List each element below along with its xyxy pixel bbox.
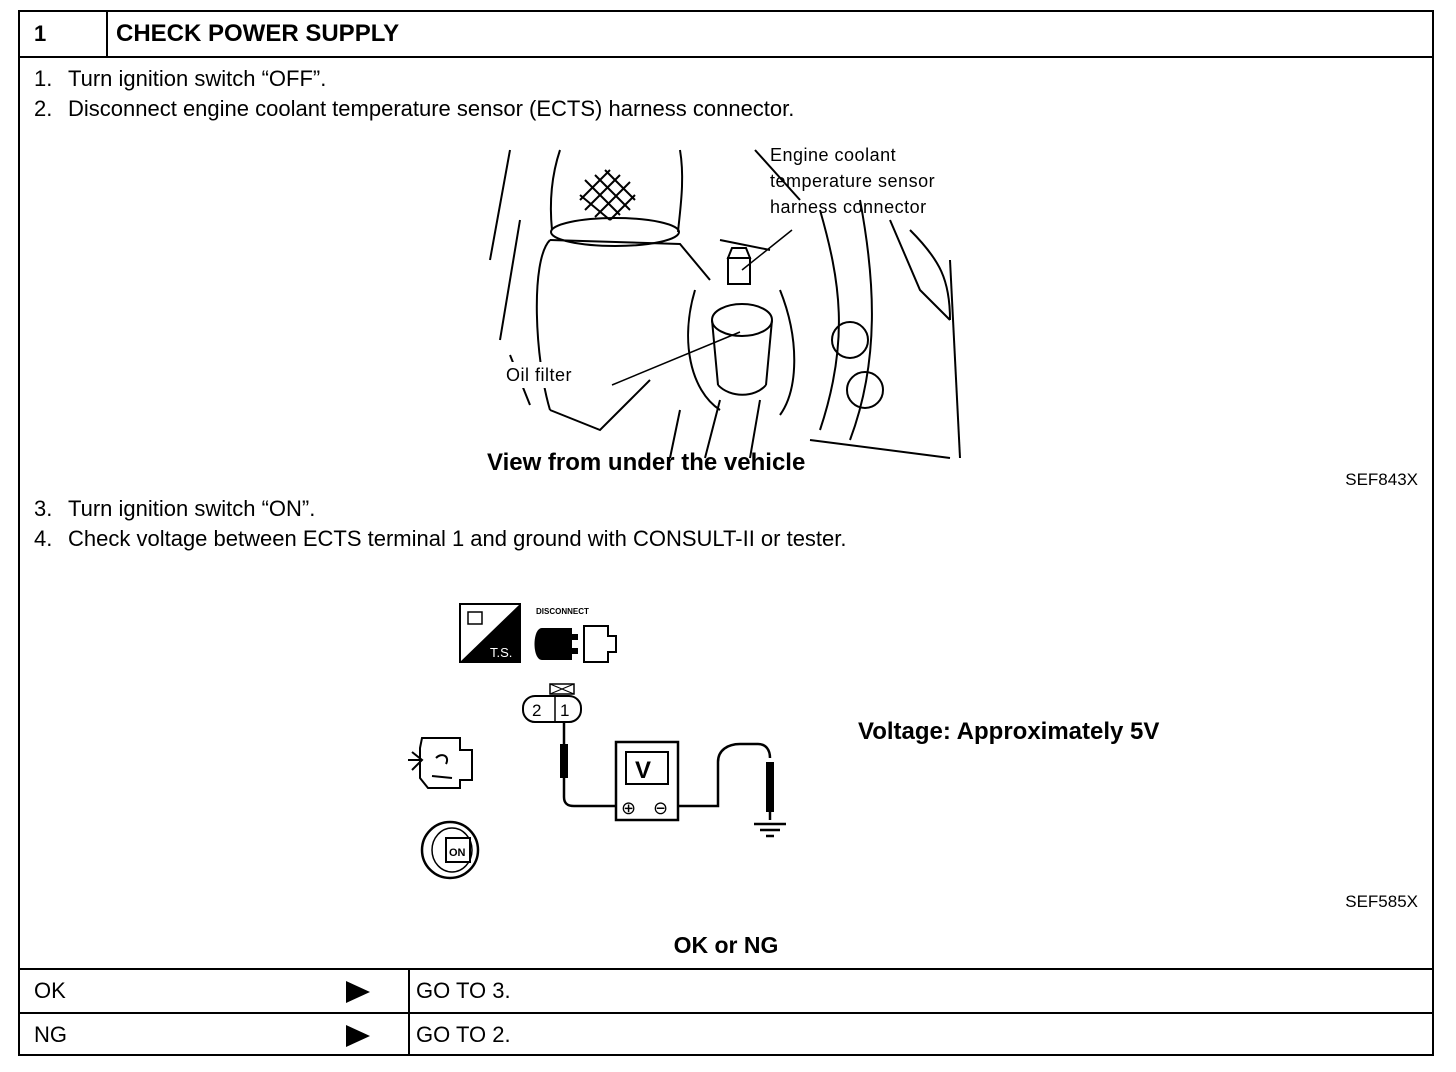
step-number: 1 (20, 12, 108, 56)
figure1-id: SEF843X (1345, 470, 1418, 489)
arrow-right-icon (346, 981, 370, 1003)
svg-text:DISCONNECT: DISCONNECT (536, 607, 589, 616)
engine-underside-illustration (489, 149, 961, 459)
step-header: 1 CHECK POWER SUPPLY (20, 12, 1432, 58)
svg-text:2: 2 (532, 701, 541, 720)
instruction-1: 1.Turn ignition switch “OFF”. (34, 66, 327, 91)
svg-text:ON: ON (449, 847, 466, 859)
result-header: OK or NG (673, 932, 779, 958)
voltage-spec: Voltage: Approximately 5V (858, 718, 1160, 745)
result-label: OK (34, 978, 66, 1003)
svg-text:⊖: ⊖ (653, 798, 668, 819)
instruction-3: 3.Turn ignition switch “ON”. (34, 496, 316, 521)
svg-text:V: V (635, 757, 651, 784)
result-action: GO TO 2. (416, 1022, 511, 1047)
voltmeter: V ⊕ ⊖ (614, 740, 680, 822)
instruction-4: 4.Check voltage between ECTS terminal 1 … (34, 526, 847, 551)
disconnect-icon: DISCONNECT (534, 607, 617, 663)
column-divider (408, 970, 410, 1012)
procedure-table: 1 CHECK POWER SUPPLY 1.Turn ignition swi… (18, 10, 1434, 1056)
oil-filter-label: Oil filter (504, 362, 575, 388)
result-row-ok: OK GO TO 3. (20, 968, 1432, 1012)
figure2-id: SEF585X (1345, 892, 1418, 911)
ects-connector: 2 1 (522, 683, 582, 723)
result-row-ng: NG GO TO 2. (20, 1012, 1432, 1056)
step-title: CHECK POWER SUPPLY (116, 20, 400, 47)
engine-icon (408, 737, 473, 789)
figure1-caption: View from under the vehicle (487, 449, 806, 476)
arrow-right-icon (346, 1025, 370, 1047)
result-action: GO TO 3. (416, 978, 511, 1003)
svg-text:1: 1 (560, 701, 569, 720)
svg-text:T.S.: T.S. (490, 645, 512, 660)
instruction-2: 2.Disconnect engine coolant temperature … (34, 96, 795, 121)
voltage-check-diagram: T.S. DISCONNECT 2 1 (408, 603, 786, 880)
result-label: NG (34, 1022, 67, 1047)
ignition-key-icon: ON (420, 820, 480, 880)
svg-text:⊕: ⊕ (621, 798, 636, 819)
column-divider (408, 1014, 410, 1056)
ts-icon: T.S. (459, 603, 521, 663)
connector-label: Engine coolant temperature sensor harnes… (770, 145, 936, 217)
